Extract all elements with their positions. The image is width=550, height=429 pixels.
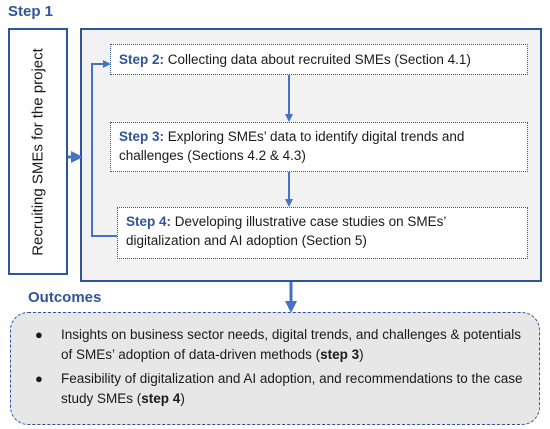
- recruiting-box: Recruiting SMEs for the project: [8, 28, 68, 275]
- step4-label: Step 4:: [126, 214, 172, 229]
- step2-label: Step 2:: [119, 52, 165, 67]
- step3-text: Exploring SMEs’ data to identify digital…: [119, 129, 465, 163]
- outcome-ref: step 3: [320, 347, 360, 362]
- outcome-item: ● Insights on business sector needs, dig…: [29, 325, 525, 365]
- outcome-ref: step 4: [141, 391, 181, 406]
- outcome-text: Feasibility of digitalization and AI ado…: [61, 371, 523, 406]
- step4-text: Developing illustrative case studies on …: [126, 214, 446, 248]
- outcome-item: ● Feasibility of digitalization and AI a…: [29, 369, 525, 409]
- step1-title: Step 1: [8, 3, 54, 20]
- step2-text: Collecting data about recruited SMEs (Se…: [164, 52, 471, 67]
- bullet-icon: ●: [35, 371, 43, 386]
- step4-box: Step 4: Developing illustrative case stu…: [117, 207, 528, 259]
- step3-box: Step 3: Exploring SMEs’ data to identify…: [110, 122, 528, 172]
- step2-box: Step 2: Collecting data about recruited …: [110, 44, 528, 75]
- bullet-icon: ●: [35, 327, 43, 342]
- outcomes-box: ● Insights on business sector needs, dig…: [10, 312, 540, 425]
- outcome-text: Insights on business sector needs, digit…: [61, 327, 522, 362]
- step3-label: Step 3:: [119, 129, 165, 144]
- outcome-suffix: ): [359, 347, 364, 362]
- feedback-arrow: [91, 60, 117, 237]
- outcome-suffix: ): [180, 391, 185, 406]
- outcomes-title: Outcomes: [28, 289, 102, 306]
